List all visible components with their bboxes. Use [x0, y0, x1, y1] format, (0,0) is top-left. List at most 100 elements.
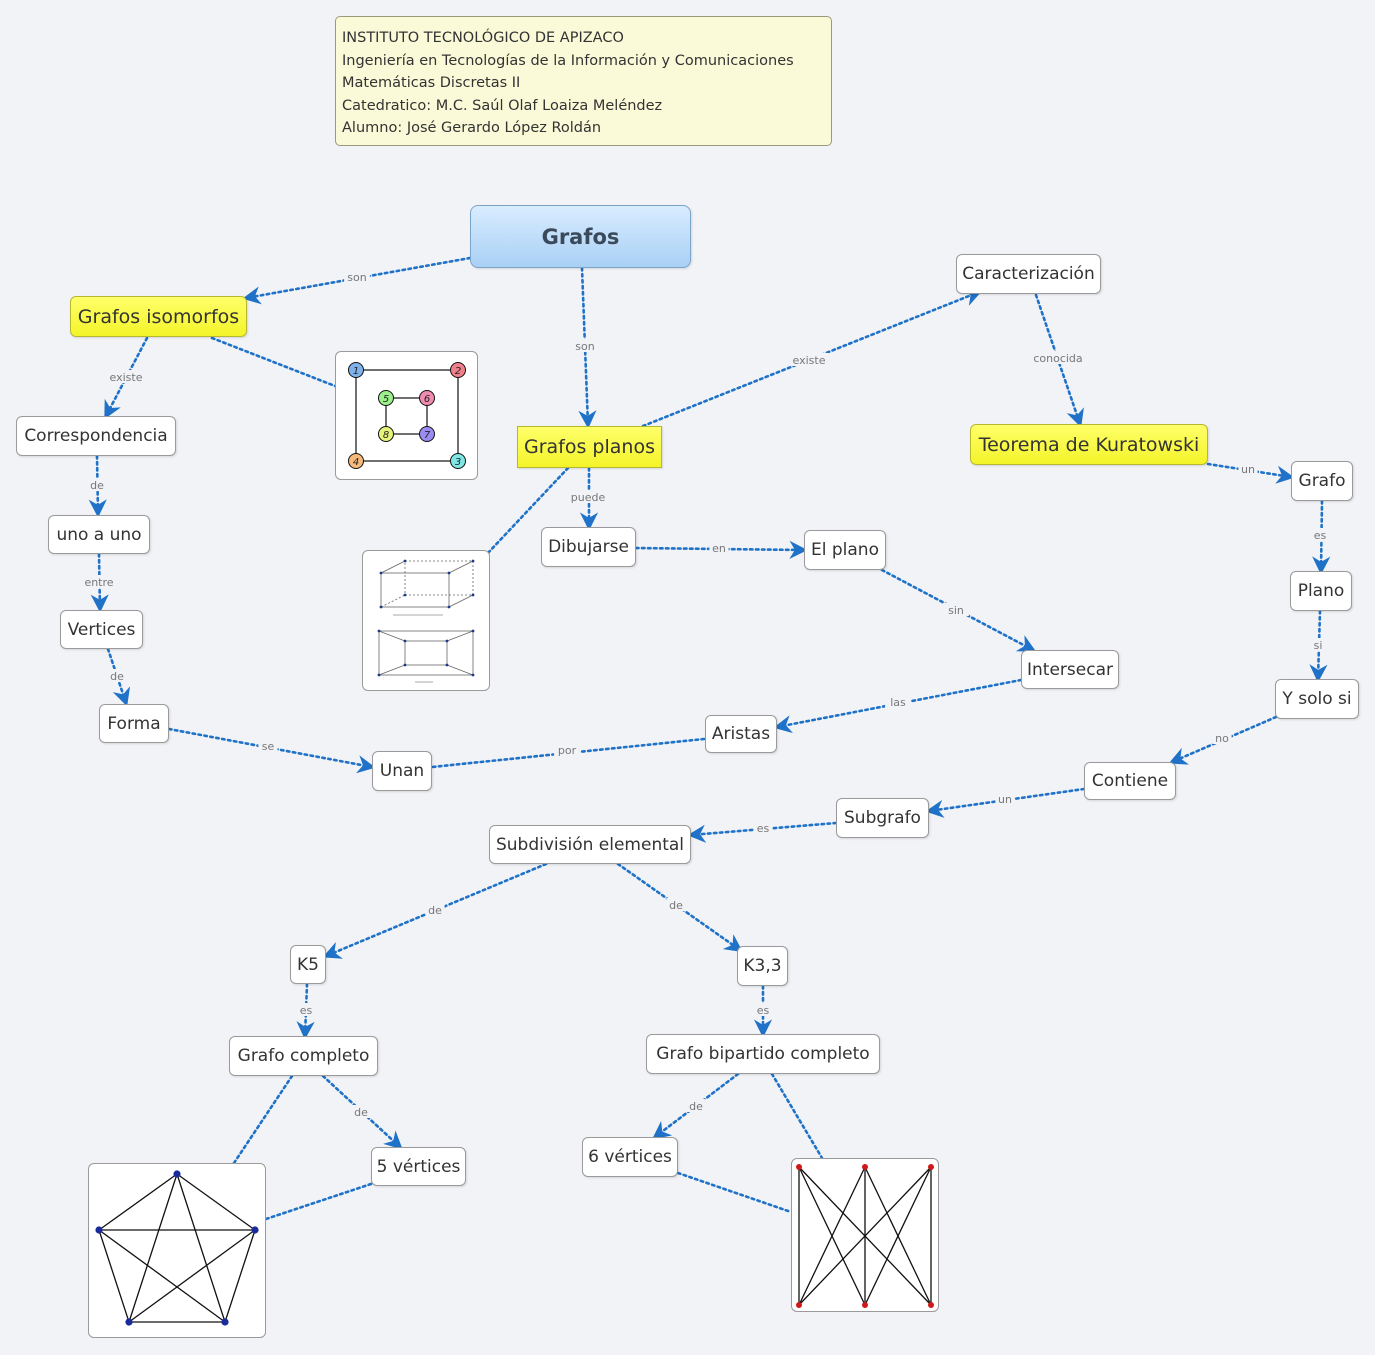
edge-label-bg: [425, 903, 445, 916]
edge-label-bg: [572, 339, 598, 352]
connector-bipartido-seis: [652, 1072, 740, 1140]
topic-5-vertices[interactable]: 5 vértices: [371, 1147, 466, 1186]
cube-vertex-6: [419, 390, 435, 406]
connector-plano-ysolosi: [1309, 609, 1328, 683]
topic-uno-a-uno[interactable]: uno a uno: [48, 515, 150, 554]
cube-vertex-4: [348, 453, 364, 469]
edge-label-bg: [995, 792, 1015, 805]
edge-label-bg: [753, 1003, 773, 1016]
topic-contiene[interactable]: Contiene: [1084, 762, 1176, 800]
edge-label-planos-caracterizacion: existe: [793, 354, 826, 367]
topic-k33[interactable]: K3,3: [737, 946, 788, 986]
cube-label-6: 6: [424, 394, 430, 405]
topic-teorema-kuratowski[interactable]: Teorema de Kuratowski: [970, 424, 1208, 465]
edge-label-grafo-plano: es: [1314, 529, 1327, 542]
planar-representation-image: [362, 550, 490, 691]
connector-seis-image: [676, 1171, 793, 1214]
topic-unan[interactable]: Unan: [372, 751, 432, 791]
edge-label-bg: [1212, 731, 1232, 744]
course-info-box: INSTITUTO TECNOLÓGICO DE APIZACO Ingenie…: [335, 16, 832, 146]
topic-grafo[interactable]: Grafo: [1291, 461, 1353, 501]
cube-label-8: 8: [383, 430, 389, 441]
topic-vertices[interactable]: Vertices: [60, 610, 143, 649]
cube-graph-image: 1 2 3 4 5 6 7 8: [335, 351, 478, 480]
edge-label-subdivision-k33: de: [669, 899, 683, 912]
cube-label-3: 3: [455, 457, 461, 468]
connector-vertices-forma: [106, 647, 131, 707]
edge-label-ysolosi-contiene: no: [1215, 732, 1229, 745]
topic-y-solo-si[interactable]: Y solo si: [1275, 679, 1359, 719]
topic-grafos-planos[interactable]: Grafos planos: [517, 426, 662, 468]
topic-aristas[interactable]: Aristas: [705, 715, 777, 753]
edge-label-k5-completo: es: [300, 1004, 313, 1017]
cube-label-4: 4: [353, 457, 359, 468]
connector-planos-sketch: [485, 466, 570, 556]
edge-label-subgrafo-subdivision: es: [757, 822, 770, 835]
topic-grafo-completo[interactable]: Grafo completo: [229, 1036, 378, 1076]
edge-label-forma-unan: se: [262, 740, 275, 753]
edge-label-bg: [1308, 638, 1328, 651]
edge-label-bg: [344, 270, 370, 283]
k5-graph-drawing: [95, 1170, 259, 1326]
topic-grafo-bipartido-completo[interactable]: Grafo bipartido completo: [646, 1034, 880, 1074]
cube-vertex-3: [450, 453, 466, 469]
topic-correspondencia[interactable]: Correspondencia: [16, 416, 176, 456]
edge-label-correspondencia-uno: de: [90, 479, 104, 492]
edge-label-bg: [554, 743, 580, 756]
cube-label-2: 2: [455, 366, 461, 377]
edge-label-bg: [786, 353, 832, 366]
topic-caracterizacion[interactable]: Caracterización: [956, 254, 1101, 294]
edge-label-dibujarse-plano: en: [712, 542, 726, 555]
connector-intersecar-aristas: [773, 678, 1023, 734]
edge-label-plano-intersecar: sin: [948, 604, 964, 617]
topic-dibujarse[interactable]: Dibujarse: [541, 527, 636, 567]
cube-graph-drawing: 1 2 3 4 5 6 7 8: [348, 362, 466, 469]
k5-graph-image: [88, 1163, 266, 1338]
topic-grafos-isomorfos[interactable]: Grafos isomorfos: [70, 296, 247, 337]
topic-plano[interactable]: Plano: [1290, 571, 1352, 611]
program-line: Ingeniería en Tecnologías de la Informac…: [342, 52, 794, 69]
connector-bipartido-image: [770, 1072, 824, 1160]
student-line: Alumno: José Gerardo López Roldán: [342, 120, 602, 136]
k33-graph-drawing: [796, 1164, 934, 1308]
edge-label-vertices-forma: de: [110, 670, 124, 683]
edge-label-bg: [1028, 351, 1088, 364]
cube-vertex-1: [348, 362, 364, 378]
cube-vertex-5: [378, 390, 394, 406]
topic-6-vertices[interactable]: 6 vértices: [582, 1137, 678, 1177]
teacher-line: Catedratico: M.C. Saúl Olaf Loaiza Melén…: [342, 97, 663, 114]
connector-completo-image: [232, 1074, 294, 1165]
cube-vertex-2: [450, 362, 466, 378]
edge-label-bipartido-seis: de: [689, 1100, 703, 1113]
cube-vertex-8: [378, 426, 394, 442]
cube-label-7: 7: [424, 430, 431, 441]
topic-subgrafo[interactable]: Subgrafo: [836, 798, 929, 838]
topic-el-plano[interactable]: El plano: [804, 530, 886, 570]
cube-label-1: 1: [353, 366, 359, 377]
planar-representation-drawing: [377, 559, 475, 683]
edge-label-bg: [568, 490, 608, 503]
edge-label-bg: [686, 1099, 706, 1112]
edge-label-bg: [79, 575, 119, 588]
edge-label-aristas-unan: por: [558, 744, 577, 757]
edge-label-contiene-subgrafo: un: [998, 793, 1012, 806]
connector-cinco-image: [264, 1182, 373, 1221]
connector-isomorfos-cube: [210, 336, 337, 388]
edge-label-bg: [1238, 462, 1258, 475]
edge-label-bg: [296, 1003, 316, 1016]
edge-label-uno-vertices: entre: [84, 576, 113, 589]
topic-intersecar[interactable]: Intersecar: [1021, 650, 1119, 689]
k33-graph-image: [791, 1158, 939, 1312]
edge-label-completo-cinco: de: [354, 1106, 368, 1119]
edge-label-bg: [107, 669, 127, 682]
edge-label-subdivision-k5: de: [428, 904, 442, 917]
edge-label-bg: [709, 541, 729, 554]
topic-subdivision-elemental[interactable]: Subdivisión elemental: [489, 825, 691, 864]
edge-label-bg: [885, 695, 911, 708]
topic-k5[interactable]: K5: [290, 945, 326, 984]
edge-label-bg: [351, 1105, 371, 1118]
topic-forma[interactable]: Forma: [99, 704, 169, 743]
institute-line: INSTITUTO TECNOLÓGICO DE APIZACO: [342, 30, 624, 46]
topic-grafos[interactable]: Grafos: [470, 205, 691, 268]
